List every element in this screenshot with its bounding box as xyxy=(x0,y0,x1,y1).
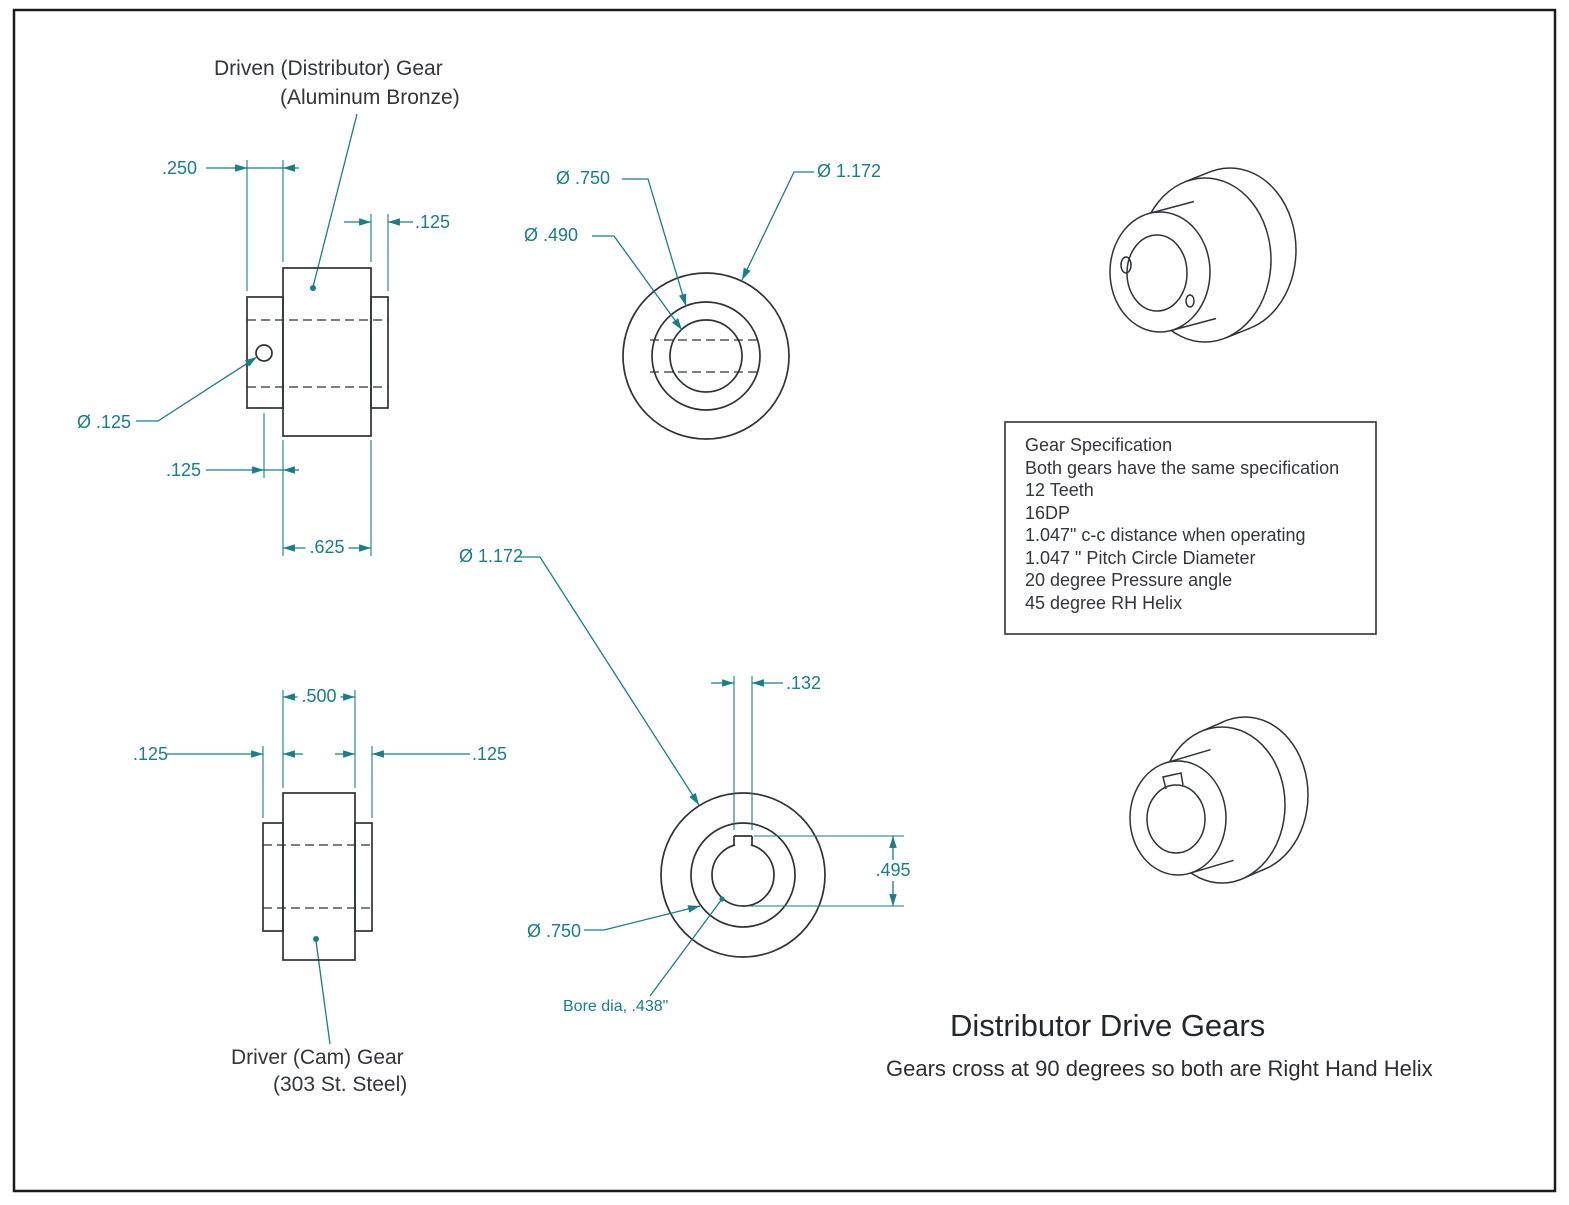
driven-label-leader-dot xyxy=(310,285,316,291)
driver-label-leader-dot xyxy=(313,936,319,942)
driven-hub-circle xyxy=(651,301,761,411)
spec-line: 1.047" c-c distance when operating xyxy=(1025,525,1306,545)
driver-left-hub-outline xyxy=(262,822,284,932)
dim-driver-left-hub-width: .125 xyxy=(133,744,169,764)
driven-left-hub-outline xyxy=(246,296,284,409)
driven-label-leader xyxy=(312,113,358,288)
dim-driven-hub-width: .250 xyxy=(162,158,198,178)
dim-driven-body-width: .625 xyxy=(305,537,349,558)
driven-gear-label-line1: Driven (Distributor) Gear xyxy=(214,57,443,80)
driver-gear-label-line1: Driver (Cam) Gear xyxy=(231,1046,404,1069)
driver-hub-circle xyxy=(690,822,796,928)
dim-driver-keyway-depth: .495 xyxy=(871,860,915,881)
spec-line: 16DP xyxy=(1025,502,1071,523)
driver-gear-iso-view xyxy=(1129,716,1309,884)
driver-body-outline xyxy=(282,792,356,961)
spec-line: 20 degree Pressure angle xyxy=(1025,570,1233,590)
iso-set-hole xyxy=(1120,256,1132,274)
gear-specification-box: Gear Specification Both gears have the s… xyxy=(1005,422,1376,634)
dim-driven-hole-diameter: Ø .125 xyxy=(77,412,132,432)
dim-driven-outside-diameter: Ø 1.172 xyxy=(817,161,882,181)
driver-outer-circle xyxy=(660,792,826,958)
driven-bore-circle xyxy=(669,319,743,393)
spec-box-outline xyxy=(1004,421,1377,635)
dim-driver-right-hub-width: .125 xyxy=(472,744,508,764)
dim-driver-hub-diameter: Ø .750 xyxy=(527,921,582,941)
spec-line: 12 Teeth xyxy=(1025,480,1094,500)
iso-side-hole xyxy=(1185,294,1195,308)
drawing-subtitle: Gears cross at 90 degrees so both are Ri… xyxy=(886,1056,1433,1081)
driven-gear-front-view xyxy=(592,171,814,440)
spec-line: Both gears have the same specification xyxy=(1025,457,1340,478)
dim-driven-bore-diameter: Ø .490 xyxy=(524,225,579,245)
dim-driven-hole-offset: .125 xyxy=(166,460,202,480)
driven-set-hole xyxy=(255,344,273,362)
dim-driver-outside-diameter: Ø 1.172 xyxy=(459,546,524,566)
spec-line: 45 degree RH Helix xyxy=(1025,592,1183,613)
note-driver-bore: Bore dia, .438" xyxy=(563,998,669,1015)
driven-gear-iso-view xyxy=(1109,167,1297,343)
driven-body-outline xyxy=(282,267,372,437)
dim-driven-hub-diameter: Ø .750 xyxy=(556,168,611,188)
bore-leader-dot xyxy=(719,896,725,902)
driver-right-hub-outline xyxy=(354,822,373,932)
dim-driven-right-hub-width: .125 xyxy=(415,212,451,232)
spec-line: 1.047 " Pitch Circle Diameter xyxy=(1025,547,1256,568)
sheet-border xyxy=(12,8,1557,1193)
iso-keyway-notch xyxy=(1162,772,1184,790)
spec-line: Gear Specification xyxy=(1025,435,1173,455)
driven-outer-circle xyxy=(622,272,790,440)
dim-driver-keyway-width: .132 xyxy=(786,673,822,693)
dim-driver-body-width: .500 xyxy=(297,686,341,707)
driven-right-hub-outline xyxy=(370,296,389,409)
driver-label-leader xyxy=(315,940,331,1045)
driver-gear-side-view xyxy=(167,690,470,1045)
drawing-title: Distributor Drive Gears xyxy=(950,1008,1266,1043)
driver-gear-label-line2: (303 St. Steel) xyxy=(273,1073,408,1096)
driven-gear-side-view xyxy=(136,113,413,556)
driven-gear-label-line2: (Aluminum Bronze) xyxy=(280,86,460,109)
